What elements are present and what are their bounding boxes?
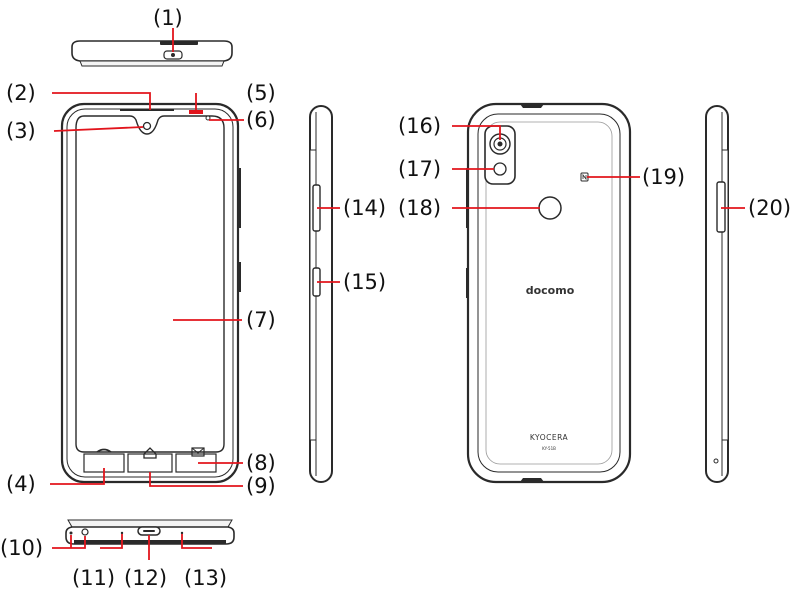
callout-5: (5) [246, 81, 276, 105]
bottom-edge-view [65, 519, 235, 545]
callout-line-9 [149, 472, 243, 487]
home-icon [143, 447, 157, 459]
callout-line-10 [52, 535, 86, 549]
card-slot-cover [716, 181, 726, 233]
callout-18: (18) [398, 196, 441, 220]
display-screen [75, 115, 225, 453]
callout-8: (8) [246, 451, 276, 475]
microphone-hole [120, 531, 124, 535]
callout-7: (7) [246, 308, 276, 332]
callout-4: (4) [6, 472, 36, 496]
earphone-jack [163, 50, 183, 60]
callout-14: (14) [343, 196, 386, 220]
model-label: KY-51B [542, 446, 556, 451]
callout-12: (12) [124, 566, 167, 590]
phone-front-view [60, 102, 241, 484]
callout-2: (2) [6, 81, 36, 105]
callout-labels: (1) (2) (3) (4) (5) (6) (7) (8) (9) (10)… [0, 6, 791, 590]
notification-led [205, 115, 211, 121]
callout-line-16 [452, 125, 501, 140]
callout-line-11 [100, 534, 123, 549]
callout-16: (16) [398, 114, 441, 138]
speaker-hole [180, 531, 184, 535]
flash-light [493, 162, 507, 176]
callout-line-3 [53, 126, 144, 132]
front-camera [142, 121, 152, 131]
phone-icon [96, 448, 112, 453]
mail-icon [191, 447, 205, 457]
strap-hole [713, 458, 719, 464]
docomo-logo: docomo [526, 284, 575, 297]
strap-hole [69, 531, 73, 535]
kyocera-logo: KYOCERA [530, 433, 569, 442]
callout-line-4 [50, 468, 105, 485]
callout-line-2 [52, 92, 151, 110]
top-edge-view [71, 40, 233, 67]
callout-line-13 [181, 534, 212, 549]
phone-back-view: docomo KYOCERA KY-51B [466, 102, 632, 484]
callout-10: (10) [0, 536, 43, 560]
callout-11: (11) [72, 566, 115, 590]
callout-lines [50, 28, 745, 560]
callout-15: (15) [343, 270, 386, 294]
fingerprint-sensor [538, 196, 562, 220]
callout-9: (9) [246, 474, 276, 498]
callout-13: (13) [184, 566, 227, 590]
callout-17: (17) [398, 157, 441, 181]
callout-19: (19) [642, 165, 685, 189]
phone-right-side-view [705, 105, 729, 483]
callout-6: (6) [246, 108, 276, 132]
proximity-sensor [189, 110, 203, 114]
callout-1: (1) [153, 6, 183, 30]
strap-hole [81, 528, 89, 536]
callout-3: (3) [6, 119, 36, 143]
callout-20: (20) [748, 196, 791, 220]
phone-left-side-view [309, 105, 333, 483]
